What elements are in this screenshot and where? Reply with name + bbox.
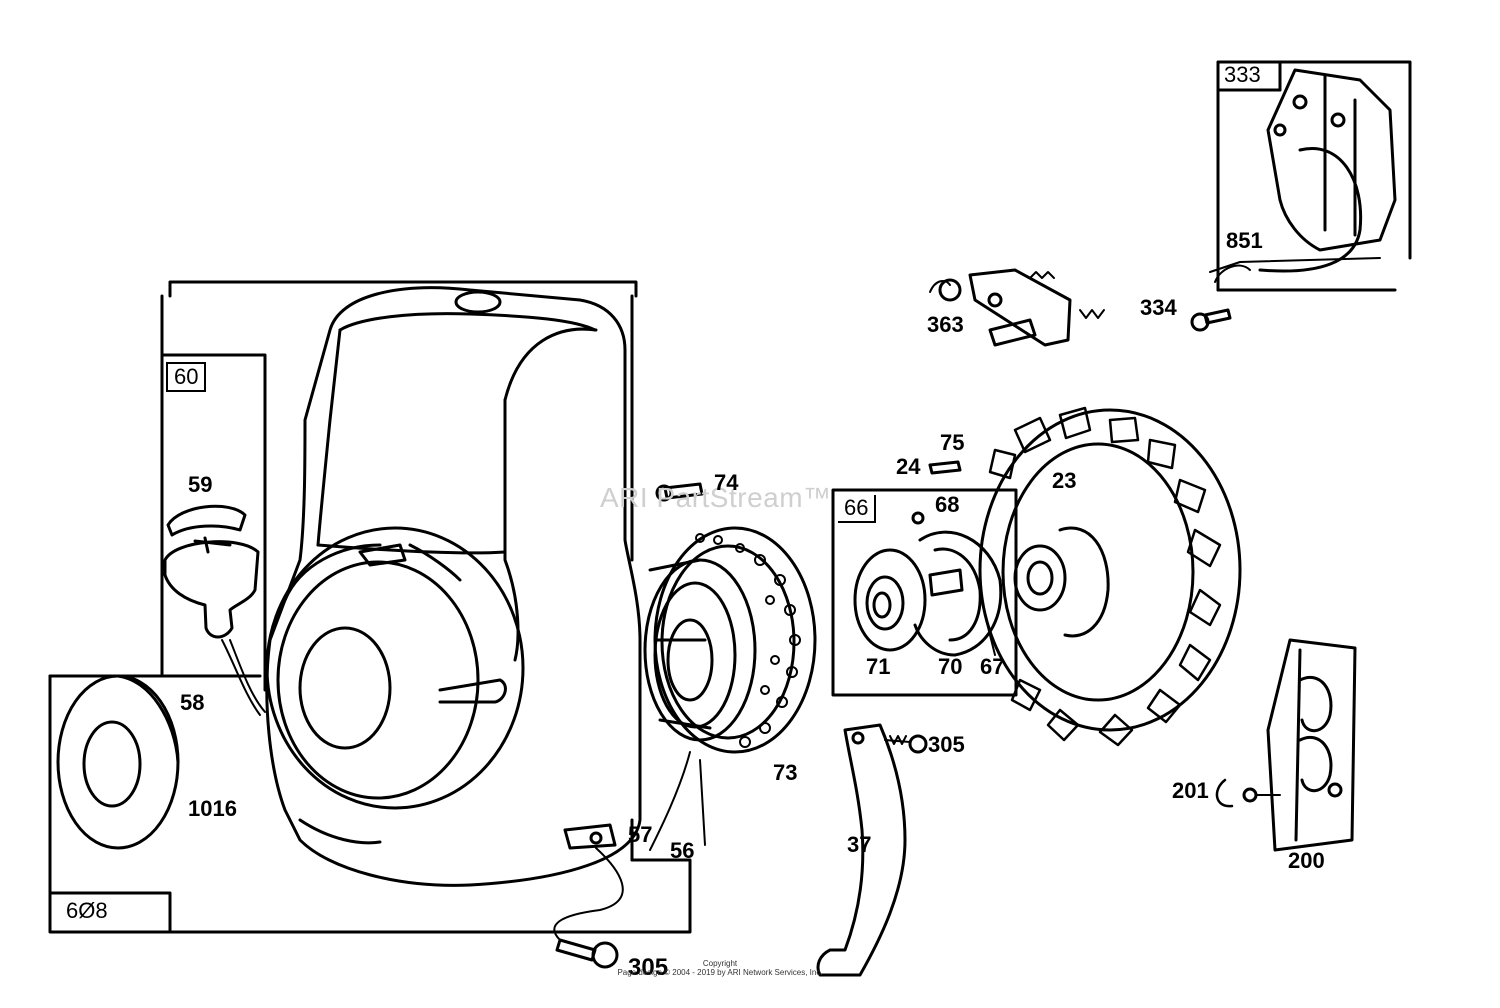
box-60-frame — [160, 353, 267, 692]
part-label-23[interactable]: 23 — [1052, 468, 1077, 493]
ground-wire — [553, 847, 624, 941]
flywheel — [978, 406, 1242, 747]
part-label-1016[interactable]: 1016 — [188, 796, 237, 821]
screw-74 — [655, 482, 704, 502]
part-label-200[interactable]: 200 — [1288, 848, 1325, 873]
gear-assembly — [853, 511, 1003, 657]
part-label-334[interactable]: 334 — [1140, 295, 1177, 320]
part-label-305-bracket[interactable]: 305 — [928, 732, 965, 757]
box-66-frame — [831, 488, 1018, 697]
clip-201 — [1215, 778, 1281, 808]
part-label-73[interactable]: 73 — [773, 760, 798, 785]
air-guide-200 — [1266, 638, 1357, 852]
part-label-75[interactable]: 75 — [940, 430, 965, 455]
box-608-frame — [48, 674, 262, 934]
box-label-60: 60 — [166, 362, 207, 392]
part-label-70[interactable]: 70 — [938, 654, 963, 679]
part-label-201[interactable]: 201 — [1172, 778, 1209, 803]
part-label-58[interactable]: 58 — [180, 690, 205, 715]
ground-wire-851 — [1209, 257, 1381, 283]
starter-handle — [163, 504, 266, 716]
key-24 — [928, 460, 962, 475]
part-label-74[interactable]: 74 — [714, 470, 739, 495]
housing-group-frame — [48, 280, 692, 934]
blower-housing — [265, 286, 642, 887]
part-label-68[interactable]: 68 — [935, 492, 960, 517]
starter-pulley — [643, 526, 817, 851]
washer-1016 — [56, 674, 180, 850]
part-label-67[interactable]: 67 — [980, 654, 1005, 679]
watermark: ARI PartStream™ — [600, 482, 832, 513]
stop-switch — [929, 268, 1105, 347]
part-label-59[interactable]: 59 — [188, 472, 213, 497]
screw-334 — [1190, 308, 1232, 332]
copyright-notice: Copyright Page design © 2004 - 2019 by A… — [615, 959, 825, 978]
box-label-66: 66 — [838, 495, 877, 523]
box-label-333: 333 — [1220, 64, 1265, 86]
part-label-363[interactable]: 363 — [927, 312, 964, 337]
box-333-frame — [1216, 60, 1412, 292]
box-label-608: 6Ø8 — [60, 898, 114, 924]
ignition-armature — [1258, 68, 1397, 273]
part-label-71[interactable]: 71 — [866, 654, 891, 679]
bracket-37 — [816, 723, 907, 977]
part-label-37[interactable]: 37 — [847, 832, 872, 857]
part-label-56[interactable]: 56 — [670, 838, 695, 863]
copyright-line-1: Copyright — [702, 959, 738, 968]
part-label-24[interactable]: 24 — [896, 454, 921, 479]
copyright-line-2[interactable]: Page design © 2004 - 2019 by ARI Network… — [617, 967, 823, 977]
part-label-57[interactable]: 57 — [628, 822, 653, 847]
part-label-851[interactable]: 851 — [1226, 228, 1263, 253]
bolt-305-bottom — [555, 938, 619, 969]
screw-305-bracket — [884, 734, 928, 754]
part-label-305-bottom[interactable]: 305 — [628, 954, 669, 981]
